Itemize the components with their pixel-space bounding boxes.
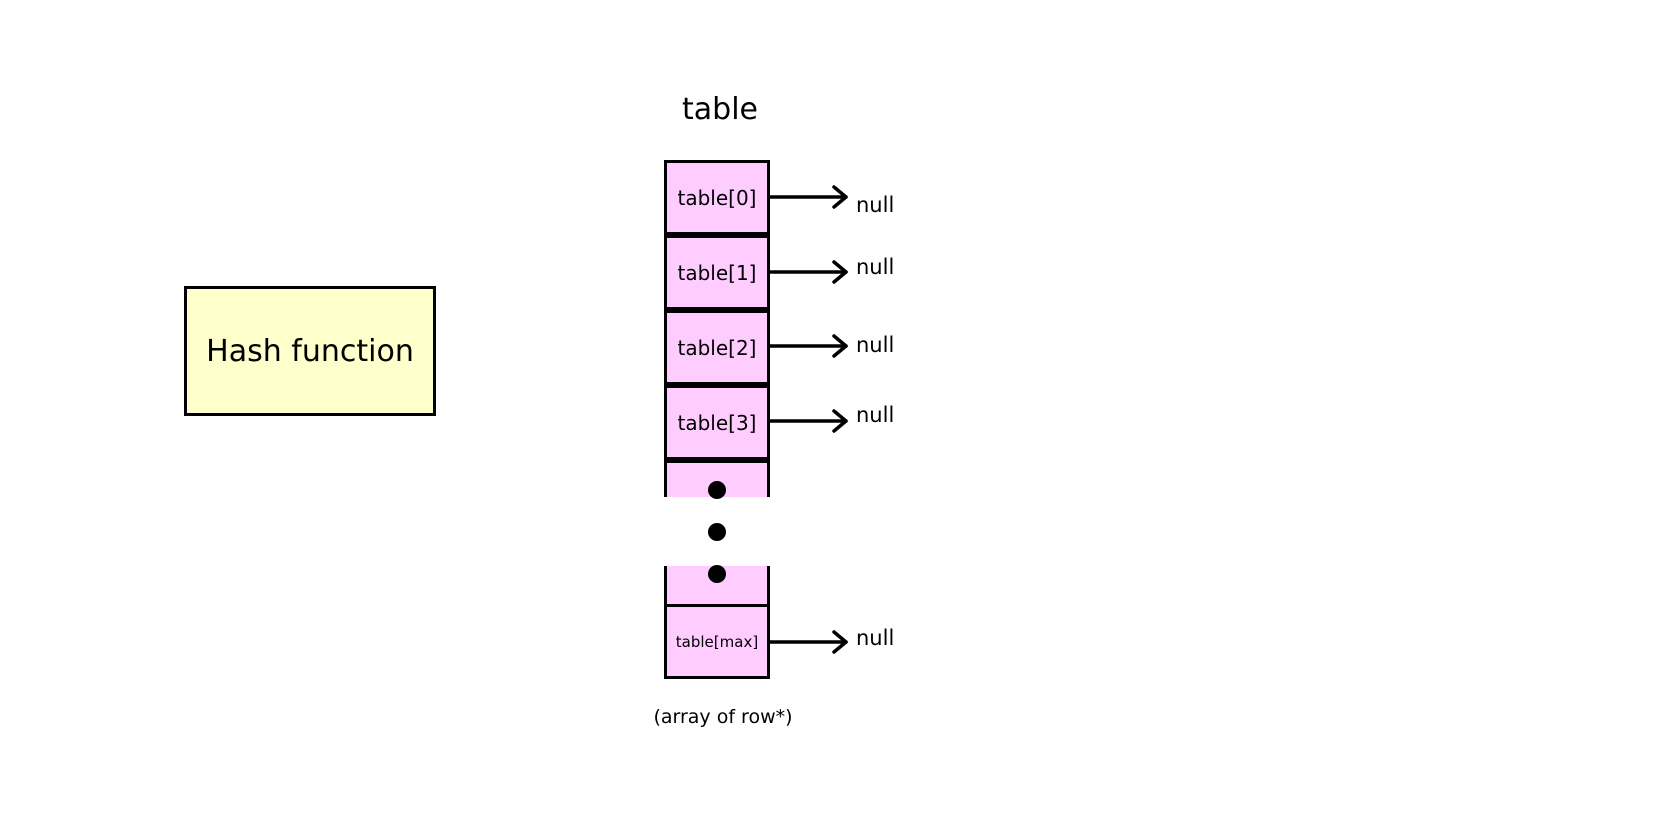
- right-arrow-icon: [768, 185, 848, 209]
- table-cell-label: table[1]: [677, 260, 757, 285]
- table-title: table: [682, 92, 758, 127]
- right-arrow-icon: [768, 334, 848, 358]
- null-label-max: null: [856, 626, 895, 650]
- null-label-2: null: [856, 333, 895, 357]
- right-arrow-icon: [768, 260, 848, 284]
- ellipsis-dot-icon: [708, 523, 726, 541]
- right-arrow-icon: [768, 630, 848, 654]
- null-label-0: null: [856, 193, 895, 217]
- null-label-1: null: [856, 255, 895, 279]
- ellipsis-dot-icon: [708, 481, 726, 499]
- table-cell-3: table[3]: [664, 385, 770, 460]
- null-label-3: null: [856, 403, 895, 427]
- ellipsis-dot-icon: [708, 565, 726, 583]
- table-caption: (array of row*): [653, 706, 793, 728]
- table-cell-max: table[max]: [664, 604, 770, 679]
- hash-function-box: Hash function: [184, 286, 436, 416]
- table-cell-label: table[3]: [677, 410, 757, 435]
- table-continuation-top: [664, 460, 770, 497]
- right-arrow-icon: [768, 409, 848, 433]
- table-cell-2: table[2]: [664, 310, 770, 385]
- hash-function-label: Hash function: [206, 333, 414, 369]
- table-cell-label: table[0]: [677, 185, 757, 210]
- table-cell-label: table[2]: [677, 335, 757, 360]
- table-cell-label: table[max]: [675, 632, 759, 651]
- table-cell-1: table[1]: [664, 235, 770, 310]
